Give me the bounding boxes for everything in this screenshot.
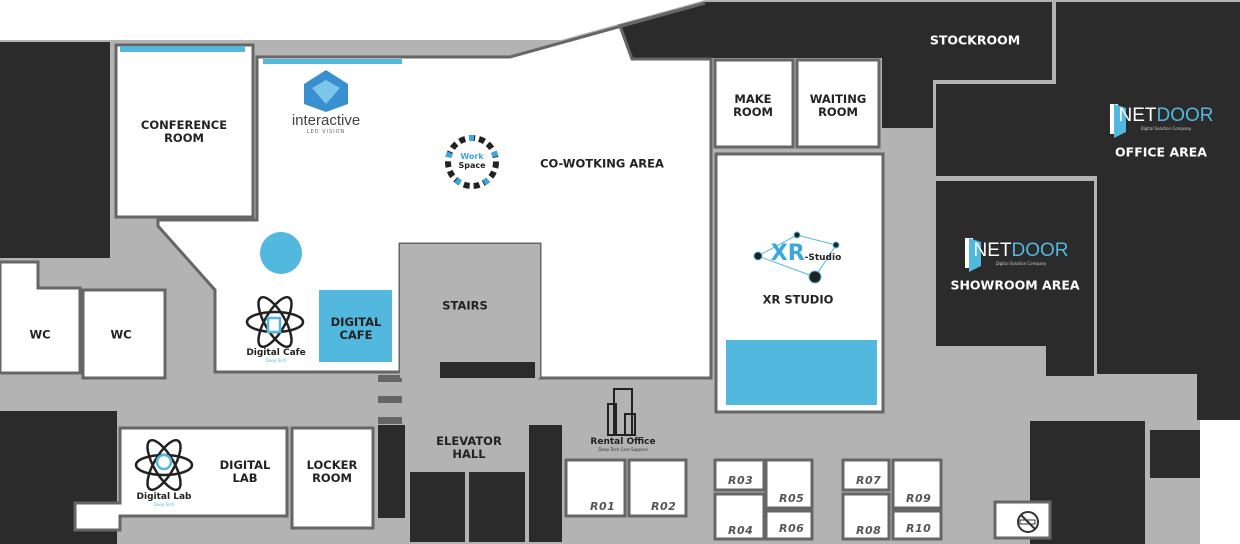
netdoor-door: DOOR [1156,105,1214,126]
rental-office-building-icon [607,388,636,436]
digital-lab-logo: Digital Lab Deep Tech [137,492,192,507]
rental-room-r09[interactable]: R09 [906,492,932,505]
stockroom-label: STOCKROOM [929,32,1021,48]
stairs-label: STAIRS [442,298,488,313]
digital-cafe-logo: Digital Cafe Deep Tech [246,348,305,363]
xr-stage [726,340,877,405]
locker-room-label: LOCKER ROOM [306,458,358,485]
digital-cafe-logo-tagline: Deep Tech [265,358,287,363]
conference-room-label: CONFERENCE ROOM [140,118,228,145]
netdoor-door-icon [965,104,1126,272]
digital-lab-logo-tagline: Deep Tech [153,502,175,507]
workspace-logo-line1: Work [460,152,484,161]
rental-room-r01[interactable]: R01 [590,500,616,513]
rental-room-r05[interactable]: R05 [779,492,805,505]
digital-cafe-counter[interactable] [319,290,392,362]
netdoor-tagline: Digital Solution Company [1140,126,1192,131]
wc-1-label: WC [29,327,51,342]
rental-room-r04[interactable]: R04 [728,524,754,537]
wc-1[interactable] [0,260,82,375]
elevator-hall-label: ELEVATOR HALL [436,434,502,461]
conference-room[interactable] [114,43,255,219]
xr-logo-suffix: -Studio [804,253,842,263]
rental-room-r03[interactable]: R03 [728,474,754,487]
xr-studio-logo: XR-Studio [771,241,842,266]
netdoor-net: NET [1118,105,1157,126]
dark-block-left [0,42,110,258]
netdoor-tagline: Digital Solution Company [995,261,1047,266]
stairs [400,244,540,378]
rental-office-tagline: Deep Tech Care Sapporo [598,447,648,452]
netdoor-logo-office: NETDOOR Digital Solution Company [1118,105,1214,132]
make-room-label: MAKE ROOM [733,92,773,119]
netdoor-logo-showroom: NETDOOR Digital Solution Company [973,240,1069,267]
rental-room-r10[interactable]: R10 [906,522,932,535]
rental-room-r02[interactable]: R02 [651,500,677,513]
rental-office-name: Rental Office [590,437,656,447]
interactive-logo-mark [304,70,348,112]
round-table [260,232,302,274]
waiting-room[interactable] [795,58,881,149]
workspace-logo: Work Space [458,152,485,170]
locker-room[interactable] [290,426,375,530]
xr-logo-network [753,231,840,284]
digital-lab-label: DIGITAL LAB [219,458,271,485]
elevator-1 [410,472,465,542]
interactive-logo: interactive LED VISION [292,112,360,135]
interactive-logo-tagline: LED VISION [306,129,346,135]
workspace-logo-ring [445,135,499,189]
waiting-room-label: WAITING ROOM [809,92,867,119]
elevator-2 [469,472,525,542]
coworking-label: CO-WOTKING AREA [540,156,664,171]
digital-cafe-logo-name: Digital Cafe [246,348,306,358]
atom-icon [134,295,305,492]
rental-room-r06[interactable]: R06 [779,522,805,535]
workspace-logo-line2: Space [458,161,486,170]
make-room[interactable] [713,58,795,149]
wc-2-label: WC [110,327,132,342]
wc-2[interactable] [81,288,167,380]
digital-lab-logo-name: Digital Lab [136,492,192,502]
office-area-label: OFFICE AREA [1115,144,1207,160]
no-smoking-icon [1017,511,1039,533]
rental-office-logo[interactable]: Rental Office Deep Tech Care Sapporo [590,437,655,452]
office-area[interactable] [936,2,1240,420]
rental-room-r08[interactable]: R08 [856,524,882,537]
netdoor-net: NET [973,240,1012,261]
showroom-label: SHOWROOM AREA [950,277,1080,293]
netdoor-door: DOOR [1011,240,1069,261]
xr-studio-label: XR STUDIO [762,292,834,307]
showroom-area[interactable] [936,181,1094,376]
interactive-logo-name: interactive [291,112,361,129]
stockroom-area[interactable] [618,2,1052,128]
rental-room-r07[interactable]: R07 [856,474,882,487]
digital-cafe-label: DIGITAL CAFE [330,315,382,342]
xr-logo-name: XR [770,241,805,266]
